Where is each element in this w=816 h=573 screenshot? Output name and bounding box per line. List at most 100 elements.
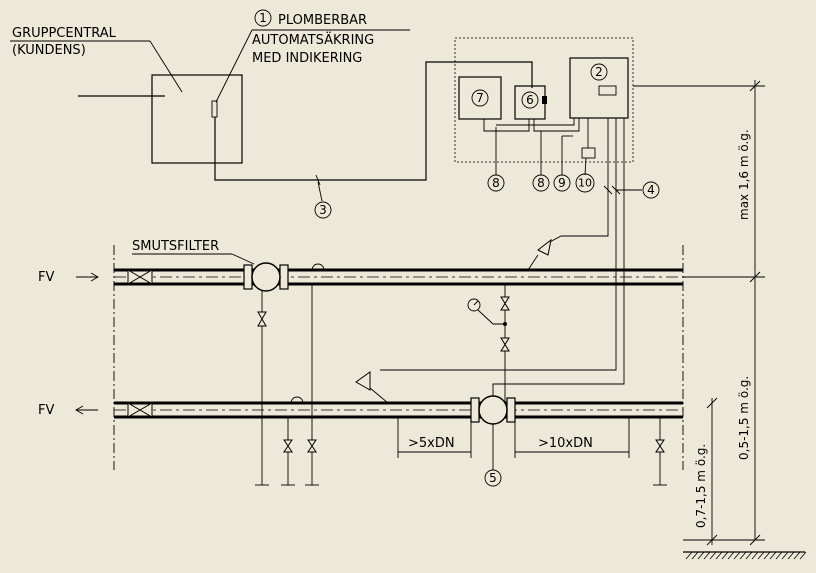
- fv-supply-arrow-head: [90, 272, 99, 282]
- device-2-display: [598, 85, 617, 96]
- dim-10xdn-label: >10xDN: [538, 436, 593, 451]
- height-low-label: 0,7-1,5 m ö.g.: [694, 444, 708, 528]
- height-mid-label: 0,5-1,5 m ö.g.: [737, 376, 751, 460]
- ground-hatch-stroke: [685, 551, 693, 560]
- callout-9-circle: [553, 174, 571, 192]
- device-2-box: [569, 57, 629, 119]
- ground-hatch-stroke: [721, 551, 729, 560]
- callout-10-leader: [584, 157, 587, 176]
- ground-hatch-stroke: [709, 551, 717, 560]
- callout-7-circle: [471, 89, 489, 107]
- callout-5: 5: [489, 471, 497, 485]
- callout-4: 4: [647, 183, 655, 197]
- callout-7: 7: [476, 91, 484, 105]
- cable-3-tick: [315, 174, 321, 186]
- plomberbar-label: PLOMBERBAR: [278, 13, 367, 28]
- callout-6: 6: [526, 93, 534, 107]
- ground-hatch-stroke: [739, 551, 747, 560]
- return-air-vent: [290, 396, 304, 404]
- ground-hatch-stroke: [793, 551, 801, 560]
- supply-temp-sensor: [537, 238, 552, 256]
- callout-9: 9: [558, 176, 566, 190]
- ground-hatch-stroke: [769, 551, 777, 560]
- callout-1-circle: [254, 9, 272, 27]
- callout-8b-circle: [532, 174, 550, 192]
- callout-3-leader: [317, 181, 323, 202]
- flow-meter-cable: [492, 118, 625, 400]
- ground-hatch-stroke: [745, 551, 753, 560]
- gruppcentral-box: [151, 74, 243, 164]
- ground-hatch-stroke: [775, 551, 783, 560]
- callout-5-circle: [484, 469, 502, 487]
- ground-hatch-stroke: [703, 551, 711, 560]
- ground-hatch: [685, 551, 807, 560]
- flowmeter-body: [478, 395, 508, 425]
- callout-4-circle: [642, 181, 660, 199]
- ground-hatch-stroke: [799, 551, 807, 560]
- ground-hatch-stroke: [727, 551, 735, 560]
- bypass-valve-bottom: [500, 337, 510, 352]
- pressure-gauge-needle: [473, 300, 479, 306]
- wire-2-7: [496, 118, 575, 126]
- flowmeter-flange-right: [506, 397, 516, 423]
- return-drain-valve-2: [655, 439, 665, 453]
- callout-2: 2: [595, 65, 603, 79]
- smutsfilter-label: SMUTSFILTER: [132, 239, 219, 254]
- device-7-box: [458, 76, 502, 120]
- filter-drain-valve: [257, 311, 267, 327]
- sensor-cable-return: [380, 118, 617, 371]
- height-tick-supply: [749, 271, 761, 283]
- gruppcentral-label: GRUPPCENTRAL: [12, 26, 117, 41]
- fv-return-label: FV: [38, 403, 54, 418]
- gruppcentral-leader: [149, 40, 183, 93]
- cable-4-tick-a: [603, 185, 613, 195]
- cable-3: [214, 61, 533, 181]
- return-temp-sensor: [355, 371, 371, 391]
- supply-temp-probe: [527, 254, 539, 271]
- return-drain-valve-1: [283, 439, 293, 453]
- automatsakring-label: AUTOMATSÄKRING: [252, 32, 374, 48]
- ground-hatch-stroke: [757, 551, 765, 560]
- filter-body: [251, 262, 281, 292]
- wire-6-2: [533, 118, 580, 132]
- height-tick-return: [706, 397, 718, 409]
- kundens-label: (KUNDENS): [12, 43, 86, 58]
- callout-10-circle: [575, 173, 595, 193]
- sensor-cable-supply: [547, 118, 609, 244]
- fv-supply-label: FV: [38, 270, 54, 285]
- filter-flange-left: [243, 264, 253, 290]
- supply-drain-valve: [307, 439, 317, 453]
- flowmeter-flange-left: [470, 397, 480, 423]
- callout-8a-circle: [487, 174, 505, 192]
- ground-hatch-stroke: [715, 551, 723, 560]
- ground-hatch-stroke: [781, 551, 789, 560]
- dim-5xdn-label: >5xDN: [408, 436, 455, 451]
- ground-hatch-stroke: [787, 551, 795, 560]
- pressure-gauge: [467, 298, 481, 312]
- cable-4-tick-b: [611, 185, 621, 195]
- return-ball-valve: [127, 402, 153, 418]
- height-top-label: max 1,6 m ö.g.: [737, 129, 751, 220]
- callout-6-circle: [521, 91, 539, 109]
- callout-10: 10: [578, 177, 592, 190]
- supply-ball-valve: [127, 269, 153, 285]
- ground-hatch-stroke: [697, 551, 705, 560]
- callout-2-circle: [590, 63, 608, 81]
- height-tick-top: [749, 80, 761, 92]
- callout-8a: 8: [492, 176, 500, 190]
- return-temp-probe: [369, 387, 389, 404]
- bypass-valve-top: [500, 296, 510, 311]
- meter-cabinet-outline: [454, 37, 634, 163]
- callout-8b: 8: [537, 176, 545, 190]
- med-indikering-label: MED INDIKERING: [252, 51, 362, 66]
- filter-flange-right: [279, 264, 289, 290]
- callout-1: 1: [259, 11, 267, 25]
- supply-air-vent: [311, 263, 325, 271]
- ground-hatch-stroke: [763, 551, 771, 560]
- device-10-box: [581, 147, 596, 159]
- ground-hatch-stroke: [751, 551, 759, 560]
- device-6-port: [542, 96, 547, 104]
- breaker-leader: [215, 29, 253, 103]
